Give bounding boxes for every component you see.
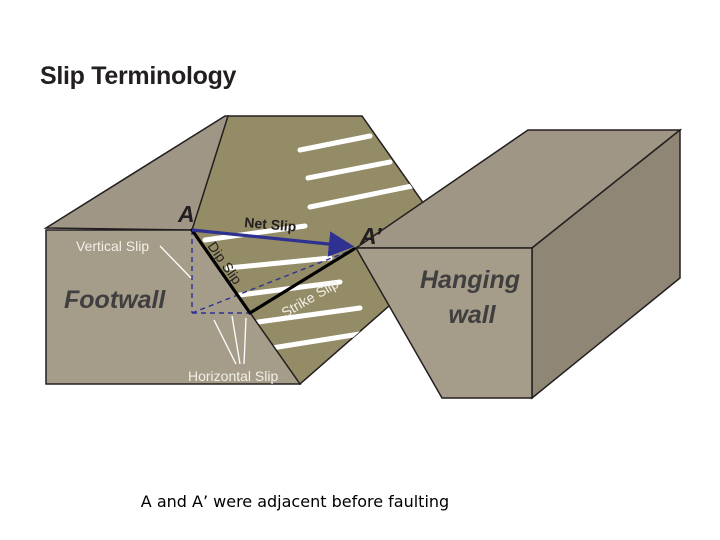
caption: A and A’ were adjacent before faulting [140, 492, 450, 511]
horizontal-slip-label: Horizontal Slip [188, 368, 278, 384]
page-title: Slip Terminology [40, 62, 237, 90]
net-slip-arrow [191, 228, 355, 257]
dip-slip-line [190, 228, 252, 315]
hanging-wall-block [353, 128, 683, 400]
leader-lines [159, 245, 247, 365]
hanging-wall-label-line1: Hanging [420, 266, 520, 294]
vertical-slip-label: Vertical Slip [76, 238, 149, 254]
net-slip-label: Net Slip [244, 214, 297, 234]
footwall-label: Footwall [64, 286, 166, 314]
horizontal-slip-line [191, 249, 353, 314]
strike-slip-line [248, 247, 356, 315]
point-a-prime-label: A’ [359, 223, 382, 249]
point-a-label: A [177, 201, 195, 227]
hanging-wall-label-line2: wall [448, 301, 496, 329]
